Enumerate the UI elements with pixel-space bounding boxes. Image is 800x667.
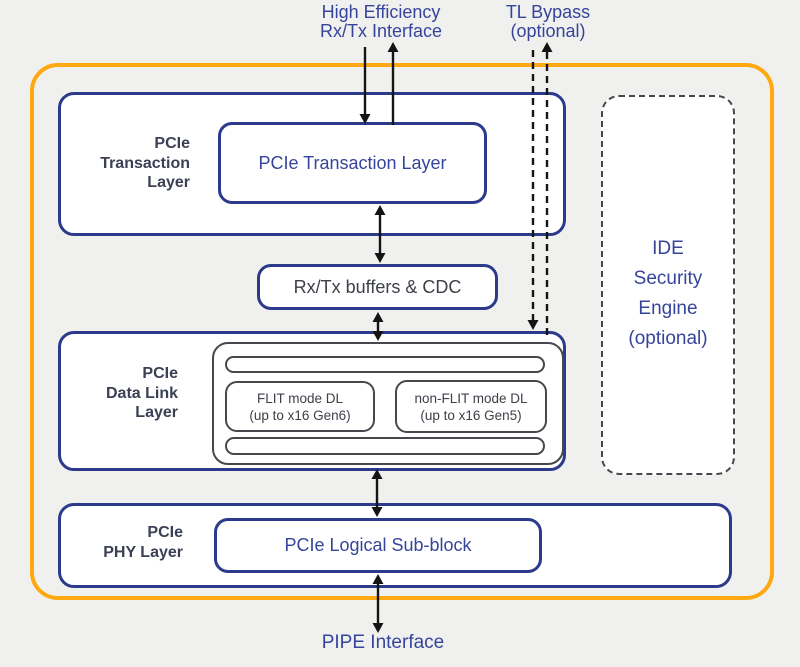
transaction-layer-section-label: PCIe Transaction Layer bbox=[100, 135, 190, 191]
soc-outer-frame bbox=[30, 63, 774, 600]
logical-subblock-label: PCIe Logical Sub-block bbox=[284, 535, 472, 555]
high-efficiency-interface-label: High Efficiency Rx/Tx Interface bbox=[319, 2, 443, 41]
flit-mode-dl-label: FLIT mode DL (up to x16 Gen6) bbox=[249, 390, 351, 423]
non-flit-mode-dl-block: non-FLIT mode DL (up to x16 Gen5) bbox=[395, 380, 547, 433]
data-link-bottom-bar bbox=[225, 437, 545, 455]
non-flit-mode-dl-label: non-FLIT mode DL (up to x16 Gen5) bbox=[414, 390, 528, 423]
rxtx-buffers-cdc-block: Rx/Tx buffers & CDC bbox=[257, 264, 498, 310]
flit-mode-dl-block: FLIT mode DL (up to x16 Gen6) bbox=[225, 381, 375, 432]
data-link-layer-section-label: PCIe Data Link Layer bbox=[105, 365, 178, 421]
logical-subblock: PCIe Logical Sub-block bbox=[214, 518, 542, 573]
pipe-interface-label: PIPE Interface bbox=[321, 632, 445, 653]
tl-bypass-label: TL Bypass (optional) bbox=[505, 2, 591, 41]
phy-layer-section-label: PCIe PHY Layer bbox=[103, 524, 183, 561]
data-link-top-bar bbox=[225, 356, 545, 373]
ide-security-engine-box: IDE Security Engine (optional) bbox=[601, 95, 735, 475]
ide-security-engine-label: IDE Security Engine (optional) bbox=[628, 238, 708, 349]
rxtx-buffers-cdc-label: Rx/Tx buffers & CDC bbox=[293, 276, 462, 297]
transaction-layer-inner-block: PCIe Transaction Layer bbox=[218, 122, 487, 204]
transaction-layer-inner-label: PCIe Transaction Layer bbox=[258, 152, 447, 173]
